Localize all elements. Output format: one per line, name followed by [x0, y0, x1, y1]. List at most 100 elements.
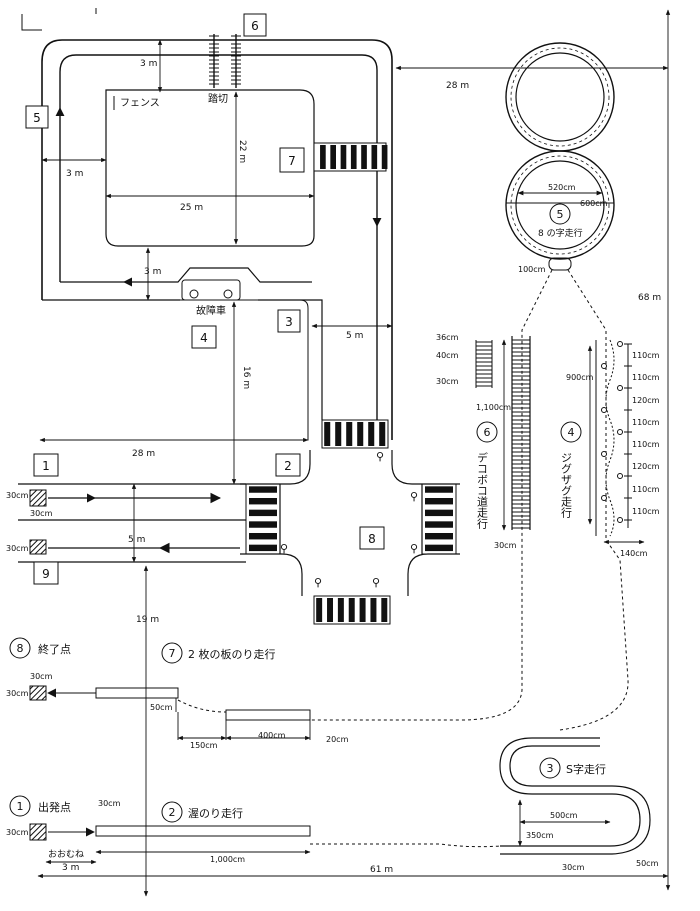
dim-label: 30cm	[436, 377, 459, 386]
plank-course	[95, 825, 311, 837]
dim-label: 5 m	[346, 331, 363, 341]
fence-block	[105, 89, 315, 247]
railway-crossing	[213, 34, 237, 88]
zebra-stripe	[368, 422, 375, 446]
circle-8-label: 8	[17, 642, 24, 655]
dim-label: 28 m	[132, 449, 155, 459]
box-5	[25, 105, 49, 129]
zebra-stripe	[371, 145, 378, 169]
dim-label: 3 m	[66, 169, 83, 179]
dim-label: 30cm	[6, 828, 29, 837]
bicycle-icon: ⚲	[314, 576, 322, 589]
zebra-stripe	[381, 145, 388, 169]
circle-5-label: 5	[557, 208, 564, 221]
circled-numbers	[9, 203, 582, 823]
pylon	[601, 495, 607, 501]
figure-eight	[505, 42, 615, 271]
circle-2-label: 2	[169, 806, 176, 819]
dim-label: 110cm	[632, 440, 660, 449]
zebra-left	[245, 483, 281, 555]
zebra-stripe	[337, 598, 344, 622]
dim-label: 61 m	[370, 865, 393, 875]
dim-label: 140cm	[620, 549, 648, 558]
dim-label: 30cm	[562, 863, 585, 872]
s-curve-label: S字走行	[566, 762, 606, 776]
zebra-stripe	[425, 533, 453, 540]
zebra-stripe	[425, 544, 453, 552]
zebra-stripe	[348, 598, 355, 622]
dim-label: 30cm	[30, 672, 53, 681]
approx-label: おおむね	[48, 849, 84, 860]
box-1	[33, 453, 59, 477]
dim-label: 5 m	[128, 535, 145, 545]
dim-label: 36cm	[436, 333, 459, 342]
lane-lines	[18, 483, 246, 563]
intersection	[240, 450, 460, 596]
zebra-stripe	[320, 145, 326, 169]
figure8-label: 8 の字走行	[538, 227, 583, 239]
pylon	[601, 451, 607, 457]
plank-label: 渥のり走行	[188, 807, 243, 820]
railway-ties	[209, 35, 241, 85]
dim-label: 100cm	[518, 265, 546, 274]
box-2	[275, 453, 301, 477]
circle-6	[476, 421, 498, 443]
dim-label: 25 m	[180, 203, 203, 213]
box-8-label: 8	[368, 532, 376, 546]
dim-label: 30cm	[6, 491, 29, 500]
zebra-7	[313, 142, 388, 172]
circle-7-label: 7	[169, 647, 176, 660]
dim-label: 19 m	[136, 615, 159, 625]
box-6	[243, 13, 267, 37]
box-9	[33, 561, 59, 585]
dim-label: 30cm	[30, 509, 53, 518]
crossing-label: 踏切	[208, 92, 228, 105]
zebra-stripe	[361, 145, 367, 169]
zebra-stripe	[335, 422, 342, 446]
dim-label: 50cm	[636, 859, 659, 868]
zebra-stripe	[327, 598, 333, 622]
pylon	[617, 341, 623, 347]
start-point-label: 出発点	[38, 800, 71, 814]
circle-8	[9, 637, 31, 659]
box-5-label: 5	[33, 111, 41, 125]
dim-label: 50cm	[150, 703, 173, 712]
dim-label: 3 m	[140, 59, 157, 69]
dim-label: 20cm	[326, 735, 349, 744]
dim-label: 68 m	[638, 293, 661, 303]
s-curve	[499, 737, 651, 855]
pylon	[617, 473, 623, 479]
boxed-number-labels: 6 5 7 3 4 1 2 8 9	[33, 19, 376, 581]
bump-detail	[475, 340, 493, 388]
bicycle-icon: ⚲	[280, 542, 288, 555]
pylon	[617, 517, 623, 523]
dim-label: 110cm	[632, 485, 660, 494]
dim-label: 28 m	[446, 81, 469, 91]
end-point-label: 終了点	[38, 642, 71, 656]
dim-label: 30cm	[494, 541, 517, 550]
bumpy-road	[511, 336, 531, 530]
circle-7	[161, 642, 183, 664]
dim-label: 110cm	[632, 507, 660, 516]
dim-label: 22 m	[237, 140, 247, 163]
box-3-label: 3	[285, 315, 293, 329]
fence-label: フェンス	[120, 98, 160, 109]
dim-label: 500cm	[550, 811, 578, 820]
end-block	[29, 685, 47, 701]
bicycle-icons: ⚲ ⚲ ⚲ ⚲ ⚲ ⚲	[280, 450, 418, 589]
dimension-lines	[37, 9, 671, 897]
two-board-course	[95, 687, 311, 721]
zebra-stripe	[425, 509, 453, 517]
zebra-stripe	[249, 486, 277, 493]
zebra-stripe	[359, 598, 366, 622]
pylon	[601, 407, 607, 413]
circle-3-label: 3	[547, 762, 554, 775]
dim-label: 3 m	[62, 863, 79, 873]
bicycle-icon: ⚲	[410, 542, 418, 555]
circle-2	[161, 801, 183, 823]
dim-label: 1,100cm	[476, 403, 511, 412]
zebra-stripe	[357, 422, 364, 446]
dim-label: 600cm	[580, 199, 608, 208]
dim-label: 110cm	[632, 351, 660, 360]
zebra-top	[321, 419, 389, 449]
